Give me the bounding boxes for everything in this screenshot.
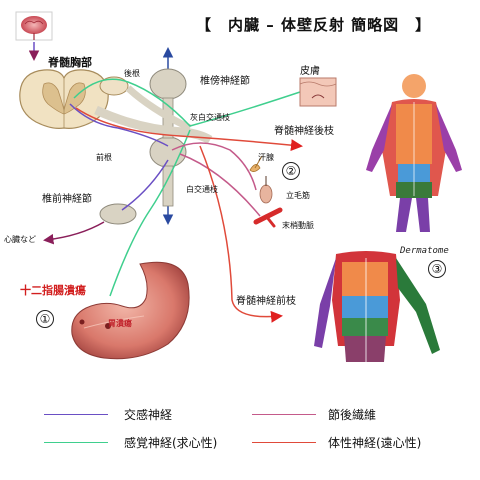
- legend-label-somatic: 体性神経(遠心性): [328, 436, 422, 450]
- label-gastric-ulcer: 胃潰瘍: [108, 319, 132, 328]
- label-duodenal-ulcer: 十二指腸潰瘍: [20, 284, 86, 297]
- legend-line-somatic: [252, 442, 316, 443]
- stomach-icon: [71, 261, 190, 360]
- terminal-artery-icon: [253, 207, 283, 228]
- spinal-cord-icon: [19, 69, 109, 129]
- sweat-gland-icon: [249, 155, 263, 172]
- label-gray-ramus: 灰白交通枝: [190, 113, 230, 122]
- body-back-dermatome-icon: [366, 74, 462, 232]
- marker-1: ①: [36, 310, 54, 328]
- brain-icon: [15, 11, 53, 41]
- body-front-dermatome-icon: [314, 251, 440, 362]
- spinal-nerve-trunk: [94, 105, 213, 144]
- somatic-pathway: [75, 107, 303, 323]
- page-title: 【 内臓 – 体壁反射 簡略図 】: [196, 16, 432, 34]
- arrector-pili-icon: [259, 176, 273, 204]
- paravertebral-ganglion-icon: [149, 68, 187, 207]
- postganglionic-pathway: [43, 142, 261, 245]
- label-terminal-artery: 末梢動脈: [282, 221, 314, 230]
- skin-icon: [299, 77, 337, 107]
- label-white-ramus: 白交通枝: [186, 185, 218, 194]
- prevertebral-ganglion-icon: [99, 203, 137, 225]
- legend-line-postganglionic: [252, 414, 316, 415]
- label-sweat-gland: 汗腺: [258, 153, 274, 162]
- legend-background: [0, 396, 480, 460]
- legend-label-sympathetic: 交感神経: [124, 408, 173, 422]
- legend-label-postganglionic: 節後繊維: [328, 408, 377, 422]
- label-dorsal-ramus: 脊髄神経後枝: [274, 126, 334, 137]
- label-prevertebral-ganglion: 椎前神経節: [42, 194, 92, 205]
- label-skin: 皮膚: [300, 66, 320, 77]
- marker-3: ③: [428, 260, 446, 278]
- label-dermatome: Dermatome: [400, 246, 449, 256]
- label-ventral-ramus: 脊髄神経前枝: [236, 296, 296, 307]
- legend-line-sensory: [44, 442, 108, 443]
- label-spinal-segment: 脊髄胸部: [48, 56, 92, 69]
- label-heart-etc: 心臓など: [4, 235, 36, 244]
- label-ventral-root: 前根: [96, 153, 112, 162]
- label-paravertebral-ganglion: 椎傍神経節: [200, 76, 250, 87]
- sympathetic-pathway: [69, 103, 169, 211]
- label-arrector-pili: 立毛筋: [286, 191, 310, 200]
- legend-label-sensory: 感覚神経(求心性): [124, 436, 218, 450]
- label-dorsal-root: 後根: [124, 69, 140, 78]
- dorsal-root-ganglion-icon: [99, 76, 129, 96]
- marker-2: ②: [282, 162, 300, 180]
- legend-line-sympathetic: [44, 414, 108, 415]
- sensory-pathway: [73, 78, 301, 297]
